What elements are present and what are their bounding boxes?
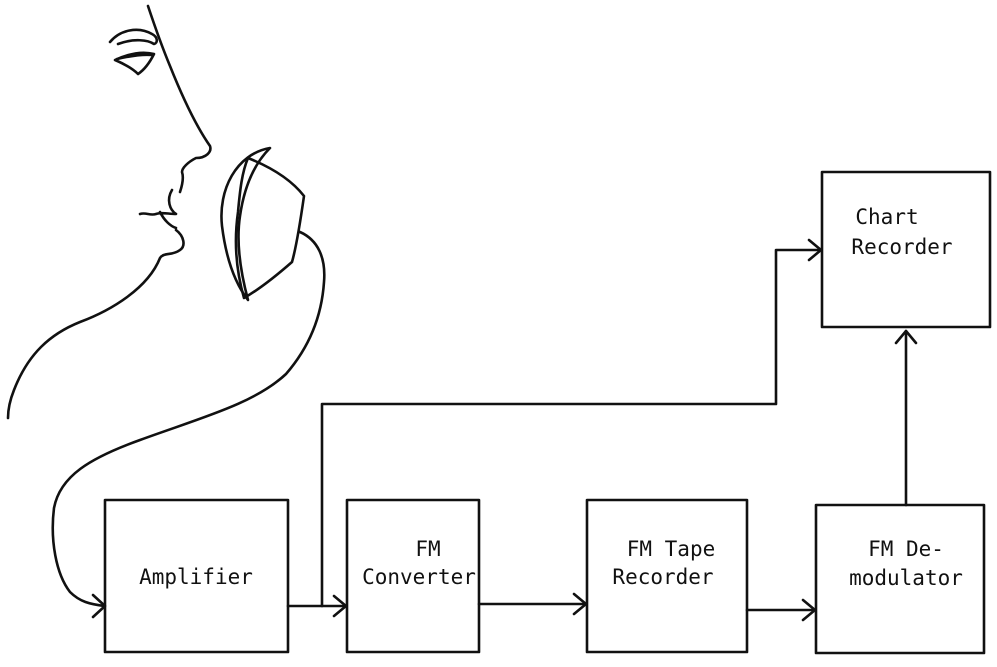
fm-demodulator-label-line2: modulator [849, 566, 963, 590]
chin-jaw-stroke [8, 230, 183, 418]
fm-tape-recorder-label-line2: Recorder [612, 565, 713, 589]
eyebrow-stroke [110, 30, 157, 44]
amplifier-label: Amplifier [139, 565, 253, 589]
chart-recorder-label-line1: Chart [855, 205, 918, 229]
microphone-shell [236, 158, 304, 298]
fm-demodulator-label-line1: FM De- [868, 537, 944, 561]
fm-converter-label-line1: FM [415, 537, 440, 561]
forehead-nose-stroke [148, 6, 210, 192]
fm-tape-recorder-label-line1: FM Tape [627, 537, 716, 561]
chart-recorder-label-line2: Recorder [851, 235, 952, 259]
eye-lid-stroke [117, 55, 152, 59]
microphone-cup [221, 148, 270, 300]
amplifier-to-chart-line [322, 250, 820, 606]
mouth-stroke [140, 190, 176, 228]
face-profile-illustration [8, 6, 324, 617]
fm-converter-label-line2: Converter [362, 565, 476, 589]
microphone-cable [53, 232, 325, 606]
